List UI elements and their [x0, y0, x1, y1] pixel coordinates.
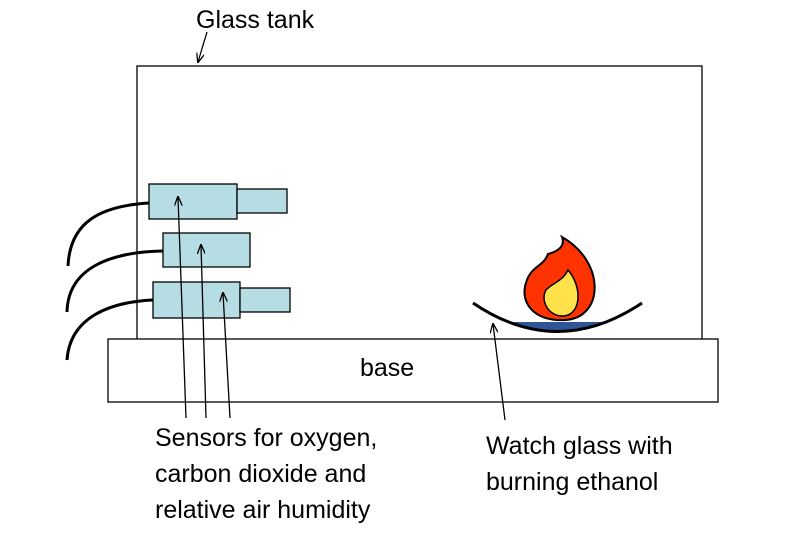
- sensor-cable-top: [66, 201, 150, 267]
- sensors-label-line: carbon dioxide and: [155, 460, 367, 488]
- watch-glass: [472, 301, 643, 333]
- sensor-bottom: [152, 281, 291, 319]
- sensor-top: [148, 183, 288, 220]
- sensors-label-line: relative air humidity: [155, 496, 371, 524]
- sensors-label-line: Sensors for oxygen,: [155, 424, 378, 452]
- watch-glass-label-line: Watch glass with: [486, 432, 673, 460]
- sensor-pointer-arrow-middle: [201, 245, 207, 419]
- base-label: base: [360, 354, 415, 382]
- sensor-middle: [162, 232, 251, 268]
- sensors-label: Sensors for oxygen, carbon dioxide and r…: [155, 420, 377, 528]
- watch-glass-label-line: burning ethanol: [486, 468, 659, 496]
- flame-inner: [543, 268, 579, 317]
- sensor-pointer-arrow-bottom: [223, 293, 231, 419]
- sensor-pointer-arrow-top: [178, 197, 187, 419]
- watch-glass-label: Watch glass with burning ethanol: [486, 428, 673, 500]
- sensor-cable-middle: [65, 249, 164, 313]
- tank-pointer-arrow: [198, 31, 208, 62]
- watch-glass-pointer-arrow: [493, 324, 506, 421]
- glass-tank-label: Glass tank: [196, 6, 315, 34]
- base-block: [107, 338, 719, 403]
- sensor-cable-bottom: [65, 298, 154, 361]
